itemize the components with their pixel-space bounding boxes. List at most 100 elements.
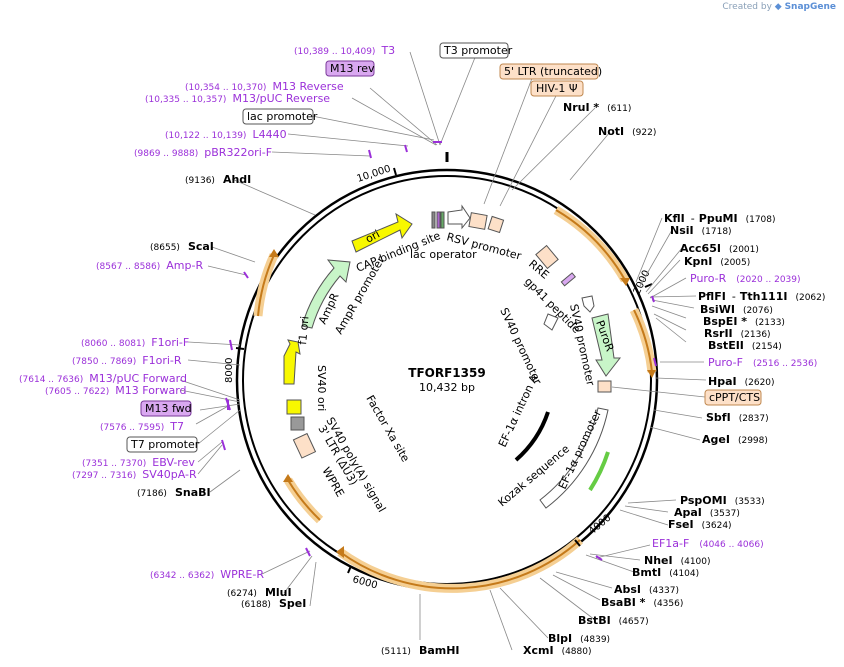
primer-f1ori-r: (7850 .. 7869)F1ori-R (72, 354, 182, 367)
enzyme-blpi: BlpI(4839) (548, 632, 610, 645)
enzyme-kfli-ppumi: KflI-PpuMI(1708) (664, 212, 776, 225)
primer-puro-f: Puro-F(2516 .. 2536) (708, 356, 817, 369)
f1-ori-feature (283, 339, 301, 385)
orf-arc-2-line (633, 309, 653, 373)
sv40-promoter-feature-2 (543, 313, 559, 331)
t3-promoter-label: T3 promoter (443, 44, 513, 57)
enzyme-acc65i: Acc65I(2001) (680, 242, 759, 255)
snapgene-credit: Created by ◆ SnapGene (722, 2, 836, 12)
credit-prefix: Created by (722, 2, 772, 12)
orf-arc-1 (553, 206, 629, 283)
sv40-ori-label: SV40 ori (315, 365, 328, 411)
ltr-label: 5' LTR (truncated) (504, 65, 602, 78)
enzyme-bsiwi: BsiWI(2076) (700, 303, 773, 316)
ori-label: ori (363, 227, 382, 245)
t3-promoter-box (439, 42, 509, 59)
enzyme-noti: NotI(922) (598, 125, 656, 138)
ampr-feature (301, 259, 351, 329)
enzyme-bmti: BmtI(4104) (632, 566, 699, 579)
enzyme-scai: (8655)ScaI (150, 240, 214, 253)
enzyme-hpai: HpaI(2620) (708, 375, 775, 388)
primer-m13-reverse: (10,354 .. 10,370)M13 Reverse (185, 80, 344, 93)
snapgene-logo-icon: ◆ (774, 2, 782, 12)
primer-puro-r: Puro-R(2020 .. 2039) (690, 272, 801, 285)
enzyme-pflfi-tth111i: PflFI-Tth111I(2062) (698, 290, 825, 303)
ef1a-promoter-green (588, 451, 610, 492)
enzyme-ahdi: (9136)AhdI (185, 173, 251, 186)
enzyme-absi: AbsI(4337) (614, 583, 679, 596)
lac-operator-label: lac operator (410, 248, 477, 261)
enzyme-rsrii: RsrII(2136) (704, 327, 771, 340)
enzyme-nrui: NruI *(611) (563, 101, 631, 114)
orf-arc-5-line (257, 254, 275, 317)
m13-fwd-label: M13 fwd (145, 402, 192, 415)
primer-m13-forward: (7605 .. 7622)M13 Forward (45, 384, 187, 397)
orf-arrowhead (283, 474, 293, 482)
enzyme-mlui: (6274)MluI (227, 586, 292, 599)
primer-ef1a-f: EF1a-F(4046 .. 4066) (652, 537, 764, 550)
cap-binding-site-feature (431, 211, 436, 229)
enzyme-bsabi: BsaBI *(4356) (601, 596, 683, 609)
ef1a-intron-feature (514, 411, 550, 462)
plasmid-size: 10,432 bp (419, 381, 475, 394)
rsv-promoter-feature (447, 204, 471, 230)
sv40-promoter-label-1: SV40 promoter (497, 306, 544, 387)
t7-promoter-label: T7 promoter (130, 438, 200, 451)
sv40-promoter-feature (581, 295, 595, 313)
enzyme-kpni: KpnI(2005) (684, 255, 750, 268)
primer-t3: (10,389 .. 10,409)T3 (294, 44, 395, 57)
primer-f1ori-f: (8060 .. 8081)F1ori-F (81, 336, 189, 349)
enzyme-agei: AgeI(2998) (702, 433, 768, 446)
gp41-feature (560, 272, 576, 287)
hiv-psi-label: HIV-1 Ψ (536, 82, 578, 95)
orf-arrowhead (269, 249, 279, 257)
orf-arrowhead (336, 546, 344, 558)
t7-promoter-box (126, 436, 198, 453)
inner-features (283, 204, 622, 509)
lac-operator-feature (436, 211, 441, 229)
cppt-feature (597, 380, 612, 393)
sv40-polya-label: SV40 poly(A) signal (323, 415, 388, 515)
ef1a-promoter-feature (539, 407, 609, 509)
primer-pbr322ori-f: (9869 .. 9888)pBR322ori-F (134, 146, 272, 159)
sv40-polya-feature (292, 432, 317, 459)
lac-promoter-box (242, 108, 314, 125)
m13-rev-box (325, 60, 375, 77)
primer-sv40pa-r: (7297 .. 7316)SV40pA-R (72, 468, 197, 481)
orf-arrowhead (620, 278, 630, 286)
m13-fwd-box (140, 400, 192, 417)
enzyme-bamhi: (5111)BamHI (381, 644, 460, 657)
rre-feature (535, 244, 559, 270)
enzyme-sbfi: SbfI(2837) (706, 411, 769, 424)
boxed-labels: T3 promoter 5' LTR (truncated) HIV-1 Ψ M… (126, 42, 762, 453)
sv40-promoter-label-2: SV40 promoter (567, 303, 597, 387)
orf-arrowhead (647, 370, 656, 378)
enzyme-bsteii: BstEII(2154) (708, 339, 782, 352)
enzyme-apai: ApaI(3537) (674, 506, 740, 519)
plasmid-name: TFORF1359 (408, 366, 485, 380)
enzyme-bspei: BspEI *(2133) (703, 315, 785, 328)
enzyme-snabi: (7186)SnaBI (137, 486, 211, 499)
cppt-box (704, 389, 762, 406)
primer-l4440: (10,122 .. 10,139)L4440 (165, 128, 287, 141)
orf-arc-3-line (339, 539, 581, 590)
ori-feature (351, 212, 413, 253)
enzyme-spei: (6188)SpeI (241, 597, 306, 610)
hiv-psi-feature (487, 215, 505, 234)
enzyme-pspomi: PspOMI(3533) (680, 494, 765, 507)
tick-label-8000: 8000 (224, 358, 235, 383)
leader-lines (179, 49, 707, 651)
primer-wpre-r: (6342 .. 6362)WPRE-R (150, 568, 264, 581)
sv40-ori-feature (286, 399, 302, 415)
primer-labels: (10,389 .. 10,409)T3 (10,354 .. 10,370)M… (19, 44, 817, 581)
credit-brand: SnapGene (784, 2, 836, 12)
enzyme-labels: NruI *(611) NotI(922) KflI-PpuMI(1708) N… (137, 101, 825, 657)
factor-xa-feature (290, 416, 305, 431)
primer-m13-puc-forward: (7614 .. 7636)M13/pUC Forward (19, 372, 187, 385)
enzyme-bstbi: BstBI(4657) (578, 614, 649, 627)
f1-ori-label: f1 ori (296, 316, 311, 346)
tick-label-10000: 10,000 (356, 164, 393, 185)
enzyme-xcmi: XcmI(4880) (523, 644, 592, 657)
primer-ebv-rev: (7351 .. 7370)EBV-rev (82, 456, 195, 469)
primer-m13-puc-reverse: (10,335 .. 10,357)M13/pUC Reverse (145, 92, 330, 105)
